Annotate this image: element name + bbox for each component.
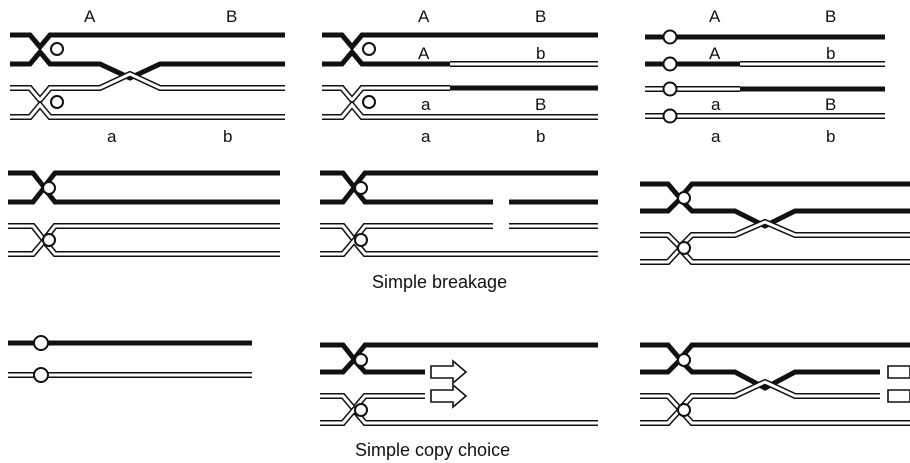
- label-b: b: [826, 44, 835, 63]
- dark-strand: [10, 32, 285, 51]
- centromere: [42, 233, 56, 247]
- arrow-right-icon: [887, 389, 910, 403]
- centromere: [42, 181, 56, 195]
- dark-strand: [10, 48, 285, 81]
- arrow-right-icon: [430, 359, 468, 385]
- label-a: a: [421, 127, 431, 146]
- light-strand: [640, 220, 910, 250]
- light-strand-outline: [320, 393, 425, 414]
- panel-paired-homologs: [8, 170, 280, 257]
- light-strand-outline: [10, 100, 285, 120]
- label-a: a: [711, 95, 721, 114]
- light-strand: [10, 102, 285, 119]
- centromere: [662, 81, 678, 97]
- centromere: [662, 29, 678, 45]
- centromere: [50, 95, 64, 109]
- label-B: B: [825, 95, 836, 114]
- panel-simple-breakage: Simple breakage: [320, 170, 598, 292]
- dark-strand: [320, 356, 425, 375]
- label-B: B: [226, 7, 237, 26]
- label-A: A: [418, 7, 430, 26]
- dark-strand: [322, 32, 598, 51]
- label-a: a: [107, 127, 117, 146]
- light-strand: [640, 380, 880, 412]
- light-strand-outline: [322, 85, 450, 105]
- label-A: A: [709, 7, 721, 26]
- panel-single-chromatids: [8, 335, 252, 383]
- arrow-right-icon: [430, 383, 468, 409]
- light-strand: [322, 102, 598, 119]
- label-b: b: [826, 127, 835, 146]
- label-B: B: [535, 7, 546, 26]
- panel-crossover: [640, 181, 910, 265]
- centromere: [362, 42, 376, 56]
- light-strand-outline: [322, 100, 598, 120]
- light-strand: [320, 238, 598, 256]
- label-b: b: [536, 44, 545, 63]
- label-A: A: [709, 44, 721, 63]
- panel-simple-copy-choice: Simple copy choice: [320, 342, 598, 460]
- centromere: [354, 403, 368, 417]
- centromere: [662, 56, 678, 72]
- light-strand: [322, 86, 450, 103]
- centromere: [354, 233, 368, 247]
- panel-copy-choice-crossover: [640, 342, 910, 426]
- label-A: A: [418, 44, 430, 63]
- centromere: [677, 353, 691, 367]
- panel-recombinant-labeled: A B A b a B a b: [322, 7, 598, 146]
- label-a: a: [711, 127, 721, 146]
- centromere: [677, 191, 691, 205]
- label-a: a: [421, 95, 431, 114]
- centromere: [362, 95, 376, 109]
- caption-simple-breakage: Simple breakage: [372, 272, 507, 292]
- caption-simple-copy-choice: Simple copy choice: [355, 440, 510, 460]
- label-B: B: [535, 95, 546, 114]
- label-B: B: [825, 7, 836, 26]
- centromere: [662, 108, 678, 124]
- dark-strand: [320, 183, 493, 205]
- centromere: [33, 367, 49, 383]
- dark-strand: [322, 48, 450, 67]
- light-strand: [10, 72, 285, 103]
- centromere: [354, 181, 368, 195]
- centromere: [354, 353, 368, 367]
- centromere: [677, 403, 691, 417]
- centromere: [50, 42, 64, 56]
- centromere: [677, 241, 691, 255]
- panel-crossover-labeled: A B a b: [10, 7, 285, 146]
- label-b: b: [223, 127, 232, 146]
- dark-strand: [640, 195, 910, 229]
- label-b: b: [536, 127, 545, 146]
- centromere: [33, 335, 49, 351]
- dark-strand: [640, 356, 880, 391]
- label-A: A: [84, 7, 96, 26]
- panel-separated-chromatids: A B A b a B a b: [645, 7, 885, 146]
- arrow-right-icon: [887, 365, 910, 379]
